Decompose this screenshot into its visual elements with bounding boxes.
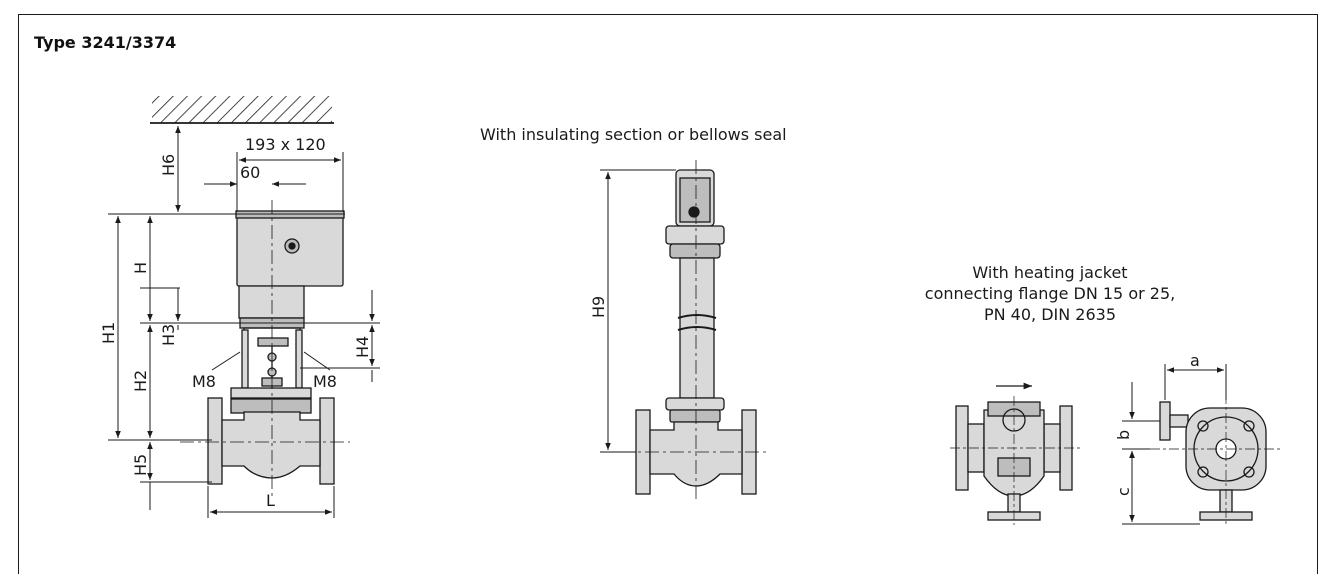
dim-h3: H3 [159,324,178,346]
caption-heating-line-3: PN 40, DIN 2635 [983,305,1117,324]
caption-heating-jacket: With heating jacket connecting flange DN… [900,262,1200,325]
dim-h2: H2 [131,370,150,392]
dim-h5: H5 [131,454,150,476]
caption-bellows-seal: With insulating section or bellows seal [480,125,787,144]
dim-c: c [1114,487,1133,496]
dim-b: b [1114,430,1133,440]
caption-heating-line-1: With heating jacket [972,263,1128,282]
heating-dimension-lines [1122,364,1227,525]
bonnet [230,387,312,399]
stem-connector [257,337,289,347]
main-valve-view [150,96,350,500]
page-title: Type 3241/3374 [34,33,177,52]
dim-h9: H9 [589,296,608,318]
left-flange [207,397,223,485]
dim-h1: H1 [99,322,118,344]
dim-h4: H4 [353,336,372,358]
dim-h: H [131,262,150,274]
drawing-frame [18,14,1318,574]
dim-h6: H6 [159,154,178,176]
right-flange [319,397,335,485]
dim-offset-60: 60 [240,163,260,182]
bellows-upper-flange [665,225,725,245]
bellows-dimension-lines [600,169,676,453]
dim-actuator-size: 193 x 120 [245,135,326,154]
heating-jacket-front-view [950,396,1080,525]
bellows-seal-view [620,160,770,500]
actuator-neck [238,285,305,319]
dim-l: L [266,491,275,510]
dim-thread-right: M8 [313,372,337,391]
dim-a: a [1190,351,1200,370]
bellows-lower-flange [665,397,725,411]
valve-body [221,411,321,479]
main-dimension-lines [108,126,380,518]
dim-thread-left: M8 [192,372,216,391]
ceiling-hatch [152,96,332,123]
caption-heating-line-2: connecting flange DN 15 or 25, [924,284,1176,303]
heating-jacket-side-view [1150,394,1280,526]
